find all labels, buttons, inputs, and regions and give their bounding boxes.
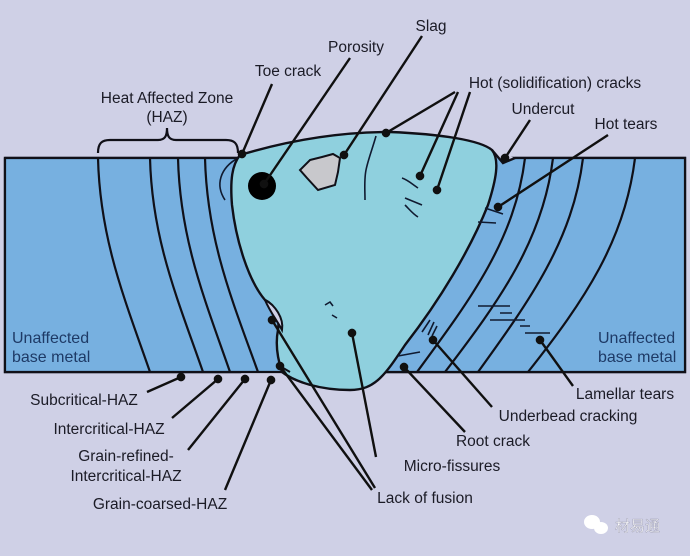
haz-abbrev-label: (HAZ) [146, 109, 187, 126]
porosity-void [248, 172, 276, 200]
plate-outline [3, 156, 687, 374]
crack-marks [324, 135, 550, 357]
haz-lines-left [96, 157, 260, 373]
slag-inclusion [298, 152, 342, 192]
lamellar-tears-label: Lamellar tears [576, 386, 674, 403]
hot-tears-label: Hot tears [595, 116, 658, 133]
unaffected-right-label: Unaffected [598, 330, 675, 347]
grain-coarsed-haz-label: Grain-coarsed-HAZ [93, 496, 227, 513]
base-metal-left-label: base metal [12, 349, 90, 366]
callout-arrows [146, 35, 609, 491]
subcritical-haz-label: Subcritical-HAZ [30, 392, 138, 409]
grain-refined-intercritical-label: Intercritical-HAZ [70, 468, 181, 485]
toe-crack-label: Toe crack [255, 63, 322, 80]
haz-label: Heat Affected Zone [101, 90, 233, 107]
micro-fissures-label: Micro-fissures [404, 458, 501, 475]
unaffected-left-label: Unaffected [12, 330, 89, 347]
haz-brace [96, 127, 240, 154]
underbead-cracking-label: Underbead cracking [499, 408, 638, 425]
hot-cracks-label: Hot (solidification) cracks [469, 75, 642, 92]
root-crack-label: Root crack [456, 433, 530, 450]
base-metal-right-label: base metal [598, 349, 676, 366]
porosity-label: Porosity [328, 39, 384, 56]
slag-label: Slag [415, 18, 446, 35]
watermark-text: 材易通 [615, 517, 660, 535]
lack-of-fusion-label: Lack of fusion [377, 490, 473, 507]
grain-refined-label: Grain-refined- [78, 448, 174, 465]
toe-crack-line [219, 157, 239, 201]
wechat-icon [584, 515, 608, 534]
intercritical-haz-label: Intercritical-HAZ [53, 421, 164, 438]
undercut-label: Undercut [512, 101, 576, 118]
weld-metal [230, 130, 498, 392]
